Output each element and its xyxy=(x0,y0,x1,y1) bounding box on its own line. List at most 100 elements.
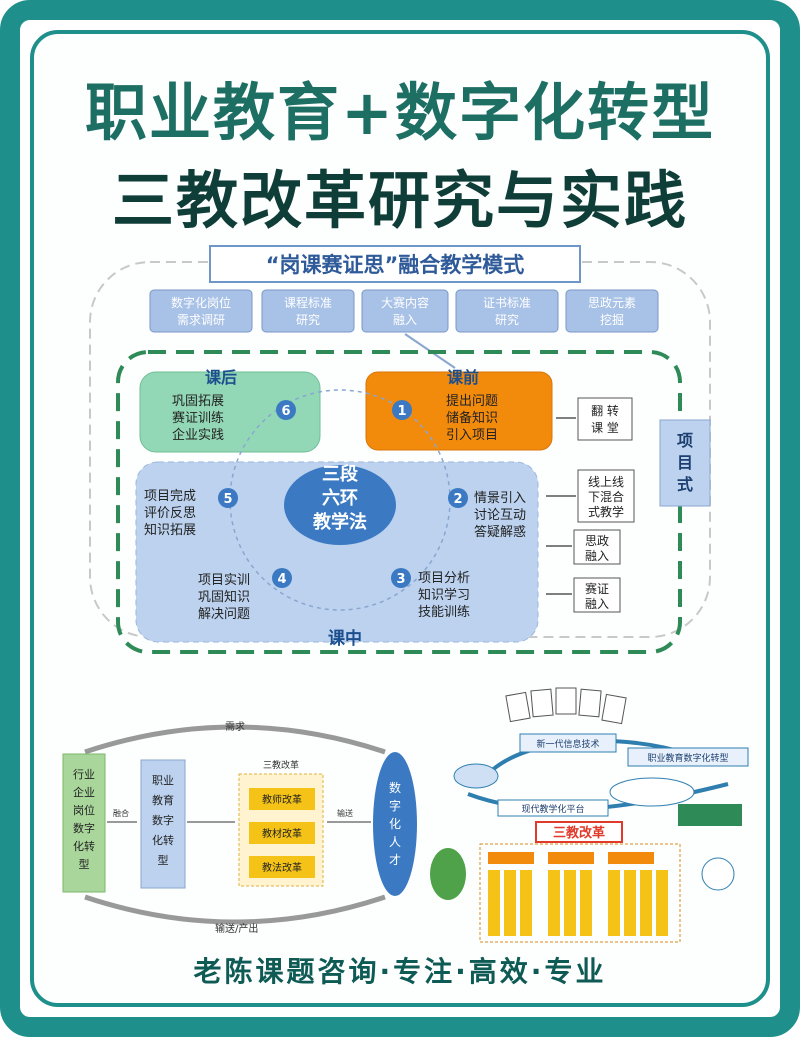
reform-title: 三教改革 xyxy=(553,825,605,841)
talent-2: 字 xyxy=(389,798,401,813)
tech-box-4 xyxy=(578,688,602,718)
post-item-2: 赛证训练 xyxy=(172,410,224,426)
voc-1: 职业 xyxy=(152,774,174,787)
step4-line-2: 巩固知识 xyxy=(198,589,250,605)
col-bar-5 xyxy=(564,870,576,936)
left-framework-diagram: 需求 输送/产出 行业 企业 岗位 数字 化转 型 融合 职业 教育 数字 化转… xyxy=(62,721,417,935)
voc-5: 型 xyxy=(158,853,169,867)
col-head-1 xyxy=(488,852,534,864)
side-box-2-line-1: 线上线 xyxy=(588,475,624,489)
tech-box-1 xyxy=(505,691,531,723)
step4-line-1: 项目实训 xyxy=(198,573,250,588)
trans-label: 职业教育数字化转型 xyxy=(647,752,728,764)
num-1: 1 xyxy=(397,404,406,419)
col-bar-8 xyxy=(624,870,636,936)
step5-line-1: 项目完成 xyxy=(144,489,196,504)
side-box-1-line-2: 课 堂 xyxy=(591,421,619,435)
top-box-3-line-1: 大赛内容 xyxy=(381,295,429,310)
model-heading-box xyxy=(209,245,581,283)
voc-2: 教育 xyxy=(152,793,174,807)
pre-class-label: 课前 xyxy=(447,368,479,387)
col-bar-2 xyxy=(504,870,516,936)
reform-outer-box xyxy=(479,843,681,943)
title-line-1: 职业教育+数字化转型 xyxy=(85,76,715,149)
top-curve-label: 需求 xyxy=(225,721,245,733)
center-line-1: 三段 xyxy=(322,463,359,485)
industry-6: 型 xyxy=(79,857,90,871)
step2-line-2: 讨论互动 xyxy=(474,508,526,523)
reform-item-3: 教法改革 xyxy=(262,861,302,874)
num-circle-2 xyxy=(448,488,468,508)
talent-3: 化 xyxy=(389,817,401,831)
top-box-2-line-1: 课程标准 xyxy=(284,295,332,310)
center-line-2: 六环 xyxy=(322,487,358,509)
side-box-2-line-2: 下混合 xyxy=(588,489,624,504)
top-box-3-line-2: 融入 xyxy=(393,313,417,327)
voc-4: 化转 xyxy=(152,833,174,847)
col-bar-3 xyxy=(520,870,532,936)
footer-slogan: 老陈课题咨询·专注·高效·专业 xyxy=(193,955,607,988)
step5-line-3: 知识拓展 xyxy=(144,522,196,538)
col-bar-1 xyxy=(488,870,500,936)
side-box-1-line-1: 翻 转 xyxy=(591,403,619,418)
side-box-4 xyxy=(573,577,621,613)
right-circle xyxy=(701,857,735,891)
side-boxes: 翻 转 课 堂 线上线 下混合 式教学 思政 融入 赛证 融入 xyxy=(546,397,635,613)
step3-line-1: 项目分析 xyxy=(418,571,470,586)
num-circle-6 xyxy=(276,400,296,420)
trans-label-box xyxy=(627,747,749,767)
pre-item-1: 提出问题 xyxy=(446,393,498,409)
right-oval xyxy=(609,777,695,807)
tech-boxes xyxy=(505,687,627,725)
industry-5: 化转 xyxy=(73,839,95,853)
col-bar-9 xyxy=(640,870,652,936)
side-box-1 xyxy=(577,397,633,441)
three-label: 三教改革 xyxy=(263,759,299,771)
side-box-2 xyxy=(577,469,635,523)
reform-item-1-box xyxy=(249,788,315,810)
top-box-4-line-1: 证书标准 xyxy=(483,296,531,310)
step2-line-1: 情景引入 xyxy=(474,491,526,506)
reform-item-2-box xyxy=(249,822,315,844)
step5-line-2: 评价反思 xyxy=(144,506,196,521)
project-line-1: 项 xyxy=(677,431,693,450)
note-2: 输送 xyxy=(337,808,353,818)
reform-columns xyxy=(488,870,668,936)
center-line-3: 教学法 xyxy=(313,511,367,533)
step2-line-3: 答疑解惑 xyxy=(474,524,526,540)
top-box-4-line-2: 研究 xyxy=(495,312,519,327)
reform-item-3-box xyxy=(249,856,315,878)
left-oval xyxy=(453,763,499,789)
reform-item-1: 教师改革 xyxy=(262,793,302,806)
post-item-1: 巩固拓展 xyxy=(172,394,224,409)
side-box-2-line-3: 式教学 xyxy=(588,504,624,519)
side-box-3-line-1: 思政 xyxy=(585,534,609,548)
side-box-4-line-2: 融入 xyxy=(585,597,609,611)
tech-box-5 xyxy=(601,693,627,725)
talent-ellipse xyxy=(373,752,417,896)
pre-item-2: 储备知识 xyxy=(446,410,498,426)
top-box-5 xyxy=(565,289,659,333)
top-box-2 xyxy=(261,289,355,333)
mid-class-label: 课中 xyxy=(328,628,362,649)
reform-item-2: 教材改革 xyxy=(262,827,302,840)
num-circle-4 xyxy=(272,568,292,588)
bottom-curve-label: 输送/产出 xyxy=(215,922,258,935)
industry-4: 数字 xyxy=(73,821,95,835)
col-bar-10 xyxy=(656,870,668,936)
pre-item-3: 引入项目 xyxy=(446,428,498,443)
side-box-4-line-1: 赛证 xyxy=(585,581,609,596)
project-line-2: 目 xyxy=(677,453,693,472)
top-box-3 xyxy=(361,289,449,333)
col-bar-4 xyxy=(548,870,560,936)
col-bar-6 xyxy=(580,870,592,936)
col-bar-7 xyxy=(608,870,620,936)
title-line-2: 三教改革研究与实践 xyxy=(111,164,688,237)
tech-label-box xyxy=(519,733,617,753)
tech-box-3 xyxy=(555,687,577,715)
right-framework-diagram: 新一代信息技术 职业教育数字化转型 现代教学化平台 三教改革 xyxy=(430,687,749,943)
industry-2: 企业 xyxy=(73,785,95,799)
col-head-3 xyxy=(608,852,654,864)
side-box-3-line-2: 融入 xyxy=(585,549,609,563)
